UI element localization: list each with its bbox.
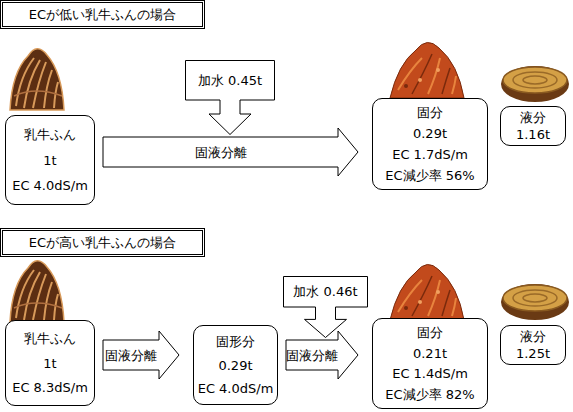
process-box: 固分 0.21t EC 1.4dS/mEC減少率 82% <box>372 318 488 409</box>
node-text: 乳牛ふん <box>24 127 76 142</box>
process-box: 液分 1.25t <box>500 325 566 365</box>
callout-box: 加水 0.45t <box>185 60 275 135</box>
process-box: 乳牛ふん 1t EC 8.3dS/m <box>5 320 95 406</box>
callout-box: 加水 0.46t <box>283 276 368 338</box>
node-text: EC 4.0dS/m <box>12 178 88 193</box>
edge-label: 固液分離 <box>195 145 247 160</box>
node-text: EC 4.0dS/m <box>198 381 274 396</box>
node-text: 液分 <box>520 110 546 125</box>
node-text: EC 8.3dS/m <box>12 380 88 395</box>
node-text: EC減少率 82% <box>385 387 474 402</box>
node-text: 乳牛ふん <box>24 331 76 346</box>
solid-pile <box>390 264 464 320</box>
liquid-bowl <box>501 284 569 320</box>
block-arrow <box>103 331 179 379</box>
liquid-bowl <box>501 66 569 102</box>
node-text: 0.21t <box>413 346 447 361</box>
block-arrow <box>286 331 358 379</box>
node-text: 固形分 <box>216 334 255 349</box>
manure-pile <box>10 261 64 322</box>
solid-pile <box>390 42 464 98</box>
callout-text-area: 加水 0.46t <box>283 276 368 307</box>
heading-box: ECが低い乳牛ふんの場合 <box>0 0 205 29</box>
callout-text-area: 加水 0.45t <box>185 60 275 100</box>
node-text: EC 1.7dS/m <box>392 147 468 162</box>
callout-outline <box>185 60 275 135</box>
node-text: ECが高い乳牛ふんの場合 <box>29 235 176 250</box>
heading-box: ECが高い乳牛ふんの場合 <box>0 228 205 257</box>
node-text: 1.16t <box>516 127 550 142</box>
process-box: 液分 1.16t <box>500 106 566 146</box>
node-text: 1t <box>43 153 56 168</box>
edge-label: 固液分離 <box>286 348 338 363</box>
node-text: 0.29t <box>218 358 252 373</box>
node-text: 1t <box>43 356 56 371</box>
node-text: 0.29t <box>413 126 447 141</box>
node-text: EC減少率 56% <box>385 168 474 183</box>
callout-shape <box>284 277 368 338</box>
edge-label: 固液分離 <box>105 348 157 363</box>
node-text: ECが低い乳牛ふんの場合 <box>29 7 176 22</box>
node-text: 加水 0.45t <box>198 73 262 88</box>
process-box: 固形分 0.29t EC 4.0dS/m <box>193 325 278 405</box>
process-box: 乳牛ふん 1t EC 4.0dS/m <box>5 115 95 205</box>
node-text: 1.25t <box>516 346 550 361</box>
node-text: 固分 <box>417 105 443 120</box>
process-box: 固分 0.29t EC 1.7dS/mEC減少率 56% <box>372 98 488 190</box>
callout-shape <box>186 61 275 135</box>
manure-pile <box>10 49 64 110</box>
node-text: 液分 <box>520 329 546 344</box>
node-text: 加水 0.46t <box>293 284 357 299</box>
node-text: 固分 <box>417 325 443 340</box>
block-arrow <box>103 128 358 176</box>
node-text: EC 1.4dS/m <box>392 366 468 381</box>
